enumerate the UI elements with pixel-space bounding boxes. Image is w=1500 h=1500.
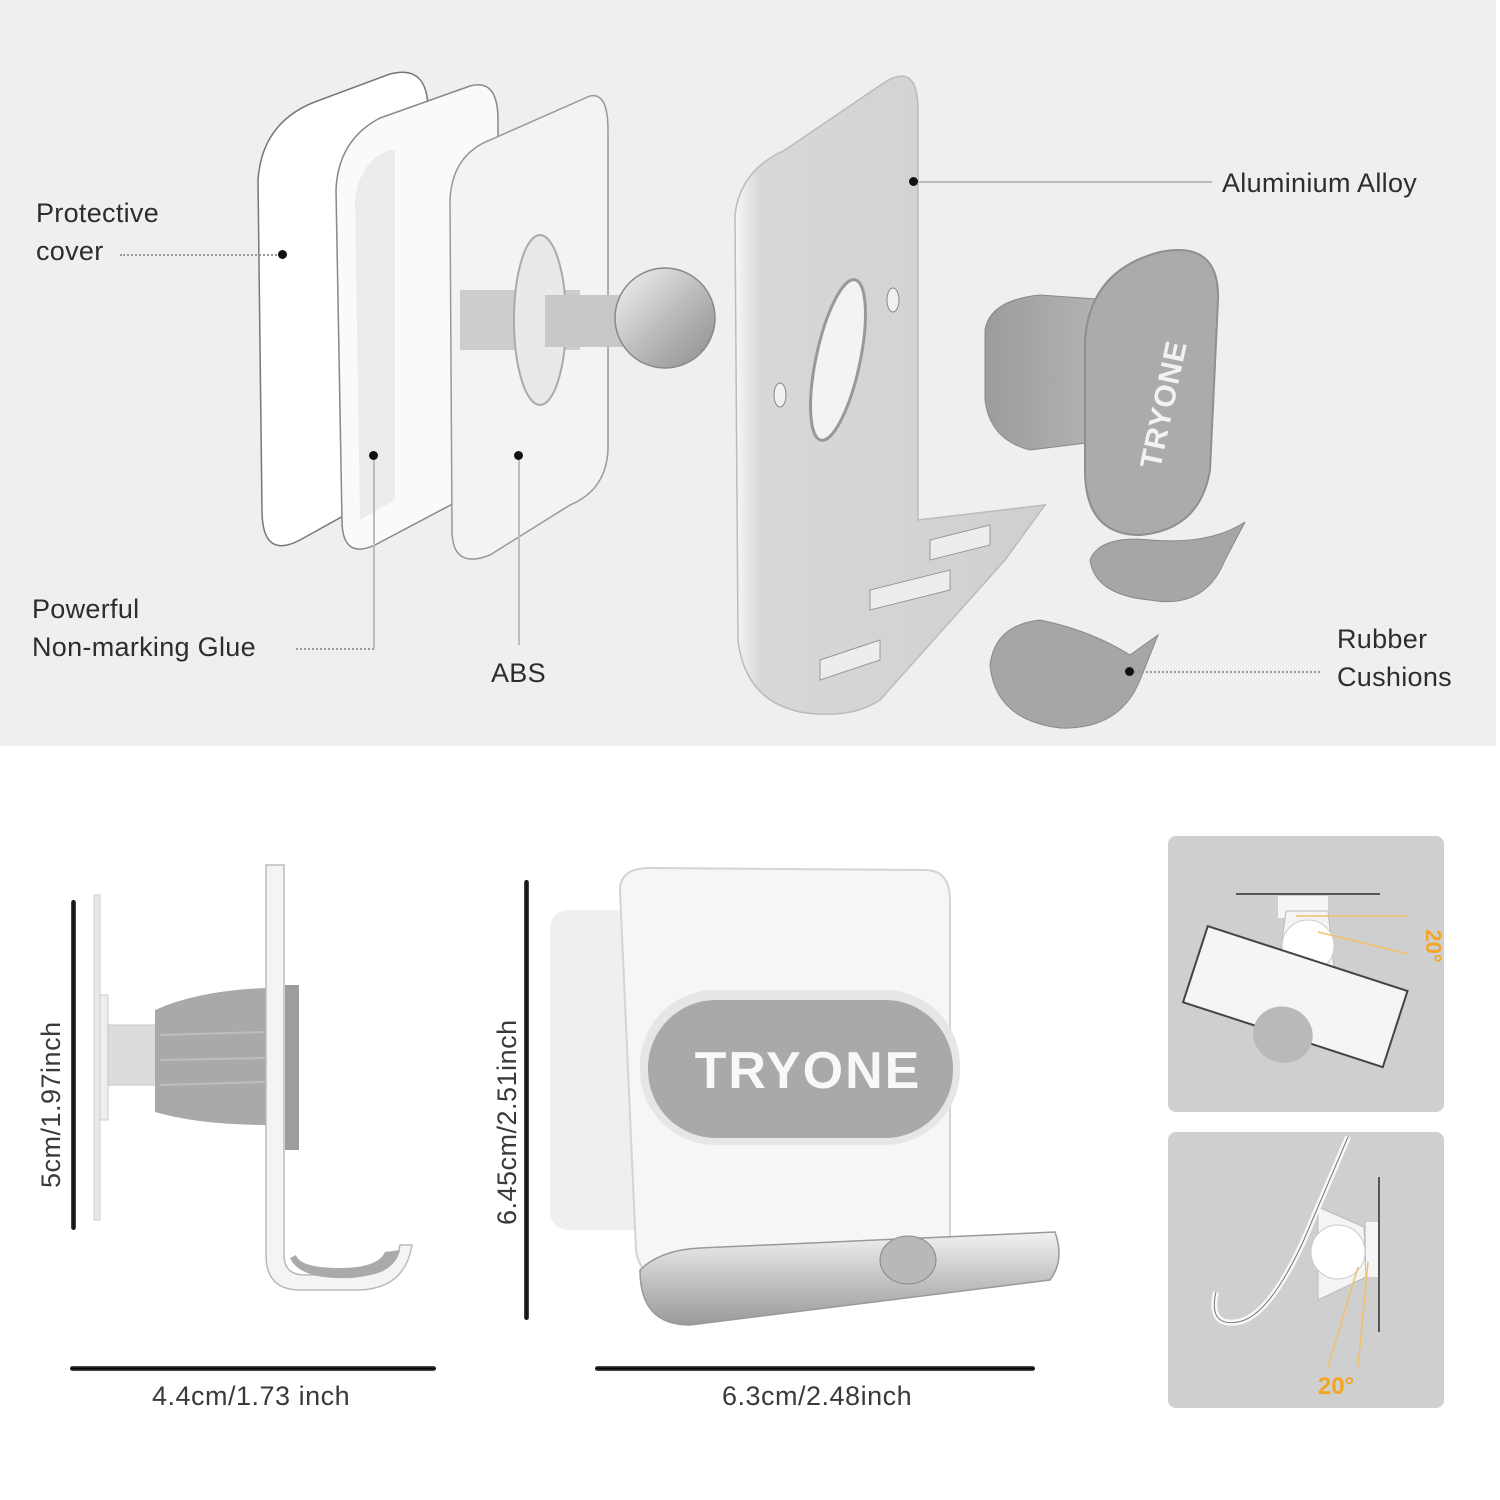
vertical-angle-label: 20°: [1318, 1373, 1354, 1400]
label-rubber-cushions: Rubber Cushions: [1337, 624, 1452, 692]
label-protective-cover: Protective cover: [36, 198, 160, 266]
horizontal-rotation-diagram: 20°: [1181, 893, 1446, 1069]
label-aluminium-alloy: Aluminium Alloy: [1222, 168, 1418, 198]
front-view-illustration: TRYONE: [550, 866, 1060, 1326]
adhesive-layers-illustration: TRYONE: [257, 71, 1247, 729]
label-abs: ABS: [491, 658, 546, 688]
leader-protective-cover: [120, 254, 280, 256]
side-height-label: 5cm/1.97inch: [36, 1021, 66, 1188]
front-height-dimension-bar: [524, 880, 529, 1320]
side-height-dimension-bar: [71, 900, 76, 1230]
front-width-dimension-bar: [595, 1366, 1035, 1371]
side-width-label: 4.4cm/1.73 inch: [152, 1381, 351, 1411]
marker-glue: [369, 451, 378, 460]
horizontal-angle-label: 20°: [1421, 929, 1446, 962]
rotation-card-vertical: [1168, 1132, 1444, 1408]
vertical-rotation-diagram: 20°: [1211, 1135, 1380, 1400]
front-logo: TRYONE: [695, 1042, 922, 1100]
leader-rubber: [1130, 671, 1320, 673]
marker-protective-cover: [278, 250, 287, 259]
front-height-label: 6.45cm/2.51inch: [492, 1019, 522, 1225]
marker-abs: [514, 451, 523, 460]
label-glue: Powerful Non-marking Glue: [32, 594, 256, 662]
leader-glue-h: [296, 648, 374, 650]
marker-rubber: [1125, 667, 1134, 676]
side-width-dimension-bar: [70, 1366, 436, 1371]
leader-aluminium: [914, 181, 1212, 183]
front-width-label: 6.3cm/2.48inch: [722, 1381, 913, 1411]
marker-aluminium: [909, 177, 918, 186]
side-view-illustration: [93, 864, 413, 1291]
leader-glue-v: [373, 455, 375, 649]
leader-abs: [518, 455, 520, 645]
